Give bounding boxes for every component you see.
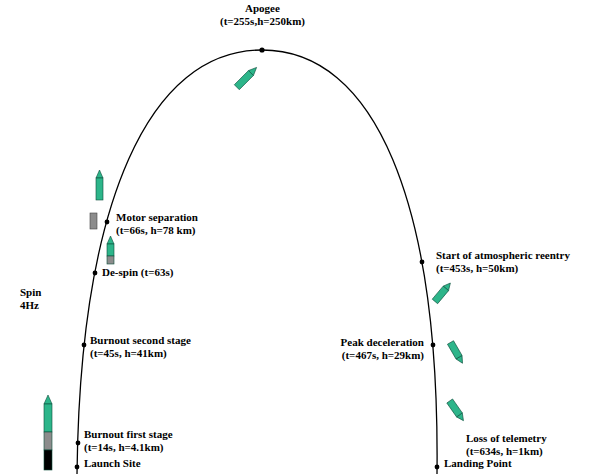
event-label: Landing Point — [444, 457, 512, 470]
event-label: Spin 4Hz — [20, 286, 41, 312]
event-dot — [259, 47, 264, 52]
rocket-icon — [432, 281, 453, 304]
event-label: Peak deceleration (t=467s, h=29km) — [322, 336, 424, 362]
rocket-icon — [447, 399, 466, 423]
event-dot — [420, 260, 425, 265]
event-label: Launch Site — [84, 457, 141, 470]
event-dot — [75, 465, 80, 470]
event-label: Start of atmospheric reentry (t=453s, h=… — [436, 249, 598, 275]
event-label: Loss of telemetry (t=634s, h=1km) — [466, 432, 570, 458]
rocket-icon — [447, 341, 465, 365]
event-dot — [431, 343, 436, 348]
rocket-icon — [107, 236, 114, 264]
event-dot — [76, 441, 81, 446]
motor-icon — [90, 213, 97, 229]
event-label: Apogee (t=255s,h=250km) — [220, 2, 305, 28]
event-dot — [435, 465, 440, 470]
event-label: Motor separation (t=66s, h=78 km) — [116, 211, 210, 237]
rocket-icon — [234, 65, 259, 90]
rocket-icon — [44, 395, 52, 470]
event-dots — [75, 47, 440, 469]
event-label: Burnout first stage (t=14s, h=4.1km) — [84, 428, 192, 454]
event-label: De-spin (t=63s) — [102, 266, 173, 279]
event-label: Burnout second stage (t=45s, h=41km) — [90, 334, 206, 360]
rocket-icon — [96, 170, 103, 200]
event-dot — [105, 220, 110, 225]
event-dot — [93, 271, 98, 276]
event-dot — [82, 343, 87, 348]
trajectory-arc — [77, 50, 437, 474]
